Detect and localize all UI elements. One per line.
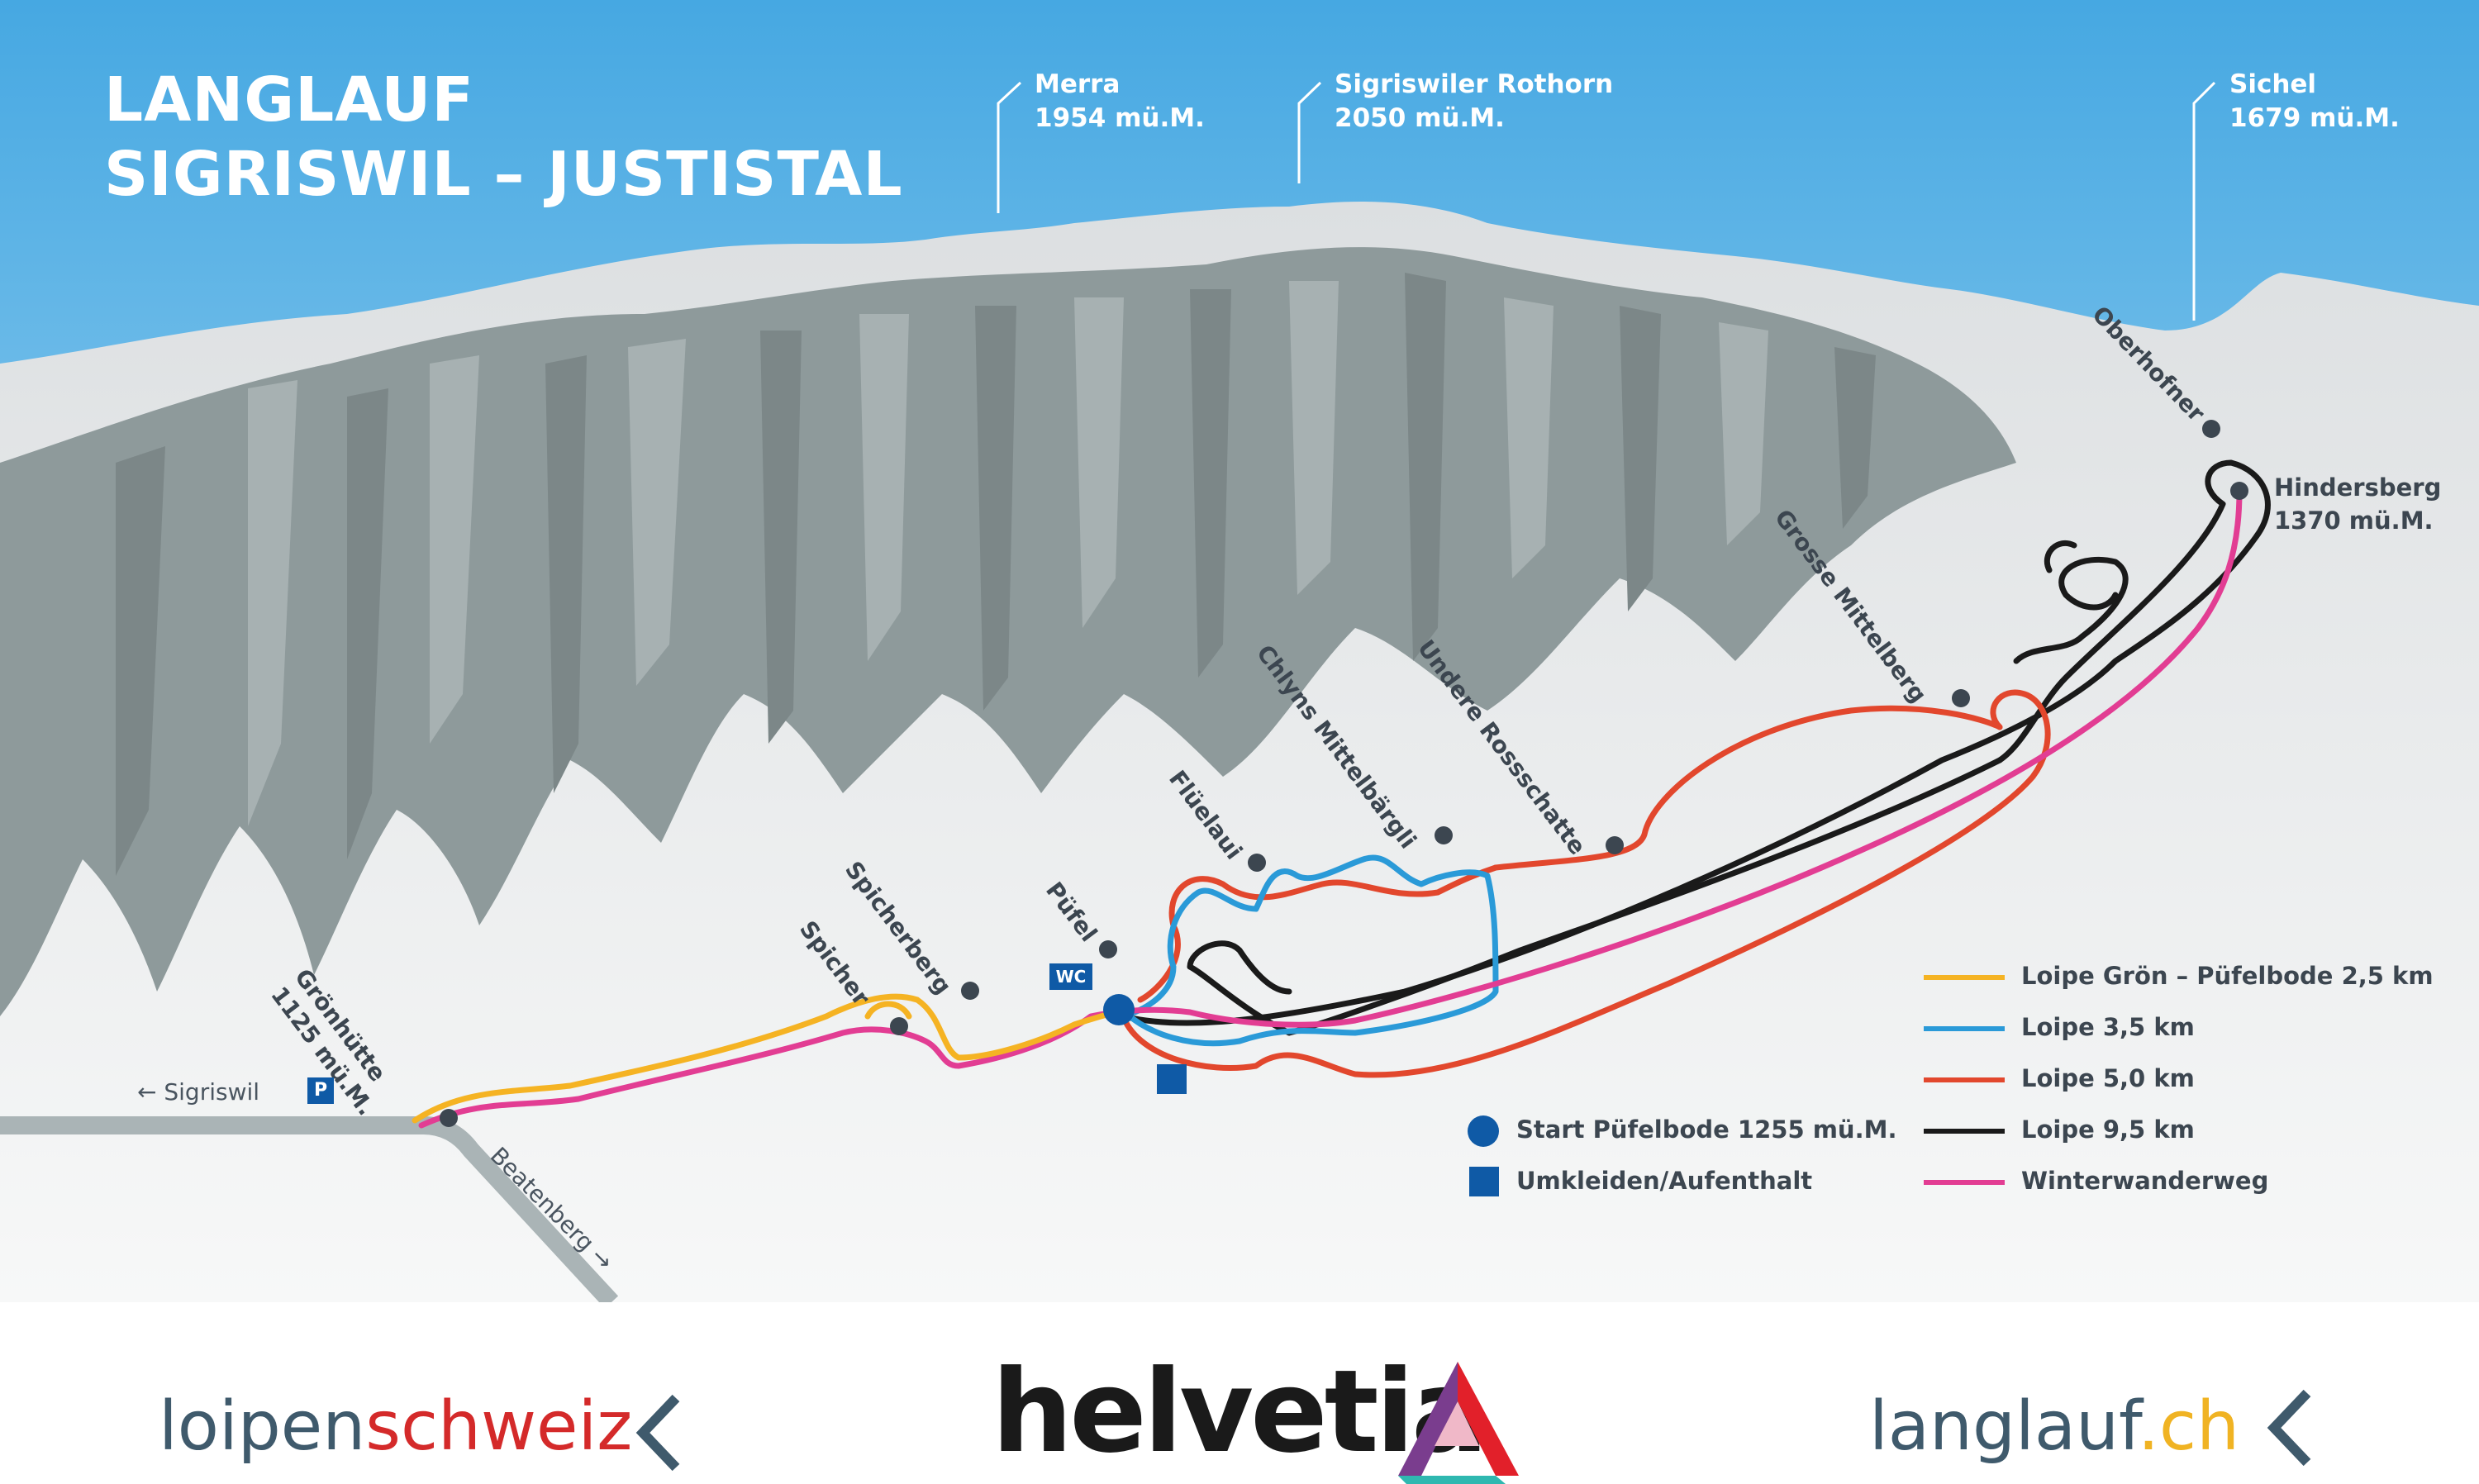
legend-label-winterwanderweg: Winterwanderweg [2021, 1167, 2269, 1195]
loipenschweiz-logo[interactable]: loipenschweiz [159, 1393, 632, 1461]
map-title-line2: SIGRISWIL – JUSTISTAL [104, 139, 903, 210]
legend-swatch-loipe-35 [1924, 1026, 2005, 1031]
legend-label-loipe-95: Loipe 9,5 km [2021, 1115, 2195, 1144]
legend-start-icon [1468, 1115, 1499, 1147]
peak-merra: Merra 1954 mü.M. [1035, 68, 1205, 136]
legend-label-loipe-35: Loipe 3,5 km [2021, 1013, 2195, 1041]
loipenschweiz-chevron-icon [635, 1394, 680, 1472]
rock-shadows [116, 273, 1876, 876]
road-label-sigriswil: ← Sigriswil [137, 1078, 260, 1106]
legend-swatch-loipe-groen [1924, 975, 2005, 980]
helvetia-logo[interactable]: helvetia [992, 1345, 1488, 1478]
map-title-line1: LANGLAUF [104, 64, 474, 136]
legend-label-loipe-groen: Loipe Grön – Püfelbode 2,5 km [2021, 962, 2434, 990]
place-altitude: 1370 mü.M. [2274, 507, 2434, 535]
helvetia-mark-icon [1398, 1362, 1519, 1484]
langlauf-ch-part2: .ch [2137, 1387, 2240, 1466]
legend-swatch-loipe-95 [1924, 1129, 2005, 1134]
langlauf-ch-part1: langlauf [1869, 1387, 2138, 1466]
parking-sign[interactable]: P [307, 1077, 334, 1104]
peak-altitude: 1679 mü.M. [2229, 103, 2400, 133]
legend-swatch-loipe-50 [1924, 1077, 2005, 1082]
peak-altitude: 2050 mü.M. [1335, 103, 1505, 133]
loipenschweiz-part1: loipen [159, 1387, 366, 1466]
facility-marker[interactable] [1157, 1064, 1187, 1094]
peak-sigriswiler-rothorn: Sigriswiler Rothorn 2050 mü.M. [1335, 68, 1613, 136]
langlauf-ch-logo[interactable]: langlauf.ch [1869, 1393, 2239, 1461]
rock-streaks [248, 281, 1768, 826]
legend-facility-icon [1469, 1167, 1499, 1196]
peak-name: Sichel [2229, 69, 2317, 99]
label-hindersberg: Hindersberg 1370 mü.M. [2274, 471, 2441, 537]
place-name: Hindersberg [2274, 473, 2442, 502]
loipenschweiz-part2: schweiz [365, 1387, 633, 1466]
start-marker[interactable] [1103, 994, 1135, 1025]
legend-label-start: Start Püfelbode 1255 mü.M. [1516, 1115, 1897, 1144]
legend-label-loipe-50: Loipe 5,0 km [2021, 1064, 2195, 1092]
legend-swatch-winterwanderweg [1924, 1180, 2005, 1185]
trail-loipe-groen [412, 993, 1129, 1124]
peak-name: Merra [1035, 69, 1121, 99]
peak-leader-lines [997, 81, 2216, 321]
wc-sign[interactable]: WC [1049, 963, 1092, 990]
trail-loipe-35 [1125, 854, 1499, 1047]
trail-winterwanderweg [418, 488, 2243, 1129]
footer [0, 1302, 2479, 1484]
langlauf-ch-chevron-icon [2267, 1389, 2311, 1467]
place-markers [440, 420, 2248, 1127]
legend-label-facility: Umkleiden/Aufenthalt [1516, 1167, 1813, 1195]
map-canvas [0, 0, 2479, 1302]
peak-altitude: 1954 mü.M. [1035, 103, 1205, 133]
peak-sichel: Sichel 1679 mü.M. [2229, 68, 2400, 136]
peak-name: Sigriswiler Rothorn [1335, 69, 1614, 99]
